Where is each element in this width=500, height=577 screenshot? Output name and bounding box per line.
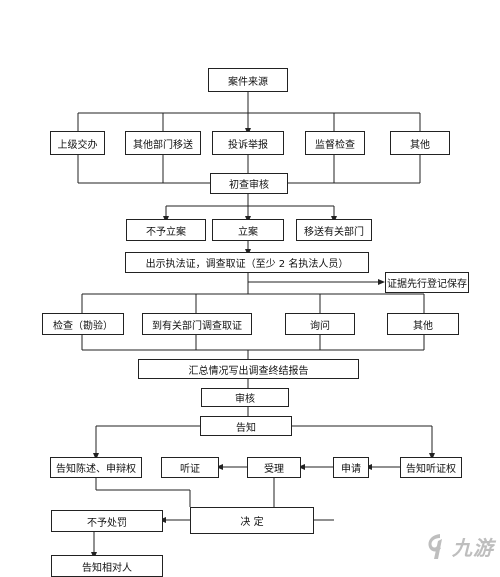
superior-label: 上级交办 [57,139,98,151]
initial-review-box: 初查审核 [210,173,288,194]
file-case-box: 立案 [212,219,284,241]
hearing-label: 听证 [180,464,200,475]
supervision-label: 监督检查 [315,139,355,151]
notify-hearing-right-label: 告知听证权 [406,464,456,475]
notify-defense-box: 告知陈述、申辩权 [50,457,142,478]
superior-box: 上级交办 [50,131,105,155]
no-case-label: 不予立案 [146,226,186,238]
no-case-box: 不予立案 [126,219,206,241]
accept-box: 受理 [247,457,301,478]
flowchart-connectors [77,92,435,559]
show-license-box: 出示执法证，调查取证（至少 2 名执法人员） [125,252,369,273]
other-source-label: 其他 [410,139,430,151]
dept-investigation-label: 到有关部门调查取证 [152,320,242,332]
case-source-label: 案件来源 [228,76,268,88]
accept-label: 受理 [264,464,284,475]
notify-party-label: 告知相对人 [82,563,132,574]
summary-box: 汇总情况写出调查终结报告 [138,359,359,379]
inspection-box: 检查（勘验） [42,313,124,335]
summary-label: 汇总情况写出调查终结报告 [188,365,309,377]
other-method-label: 其他 [413,320,433,332]
watermark-text: 九游 [452,535,494,560]
no-punish-label: 不予处罚 [87,517,127,529]
other-method-box: 其他 [387,313,459,335]
notify-box: 告知 [200,416,292,436]
dept-investigation-box: 到有关部门调查取证 [142,313,252,335]
decision-box: 决 定 [190,507,314,534]
nine-game-logo-icon [428,534,442,559]
other-source-box: 其他 [390,131,450,155]
inquiry-box: 询问 [285,313,355,335]
other-dept-transfer-label: 其他部门移送 [133,139,193,151]
complaint-label: 投诉举报 [228,139,268,151]
audit-label: 审核 [235,394,255,405]
decision-label: 决 定 [240,517,264,528]
complaint-box: 投诉举报 [212,131,284,155]
notify-hearing-right-box: 告知听证权 [400,457,462,478]
evidence-save-label: 证据先行登记保存 [387,279,467,290]
show-license-label: 出示执法证，调查取证（至少 2 名执法人员） [145,259,349,270]
inquiry-label: 询问 [310,320,330,332]
transfer-dept-label: 移送有关部门 [304,226,364,238]
notify-label: 告知 [236,422,256,434]
apply-box: 申请 [333,457,369,478]
apply-label: 申请 [341,464,361,475]
audit-box: 审核 [201,388,289,407]
initial-review-label: 初查审核 [229,180,269,191]
hearing-box: 听证 [161,457,219,478]
inspection-label: 检查（勘验） [53,320,113,332]
notify-party-box: 告知相对人 [51,555,163,577]
other-dept-transfer-box: 其他部门移送 [125,131,201,155]
transfer-dept-box: 移送有关部门 [296,219,372,241]
file-case-label: 立案 [238,226,258,238]
watermark: 九游 [422,531,494,561]
no-punish-box: 不予处罚 [51,510,163,532]
notify-defense-label: 告知陈述、申辩权 [56,464,136,475]
evidence-save-box: 证据先行登记保存 [385,272,469,293]
supervision-box: 监督检查 [305,131,365,155]
case-source-box: 案件来源 [208,68,288,92]
